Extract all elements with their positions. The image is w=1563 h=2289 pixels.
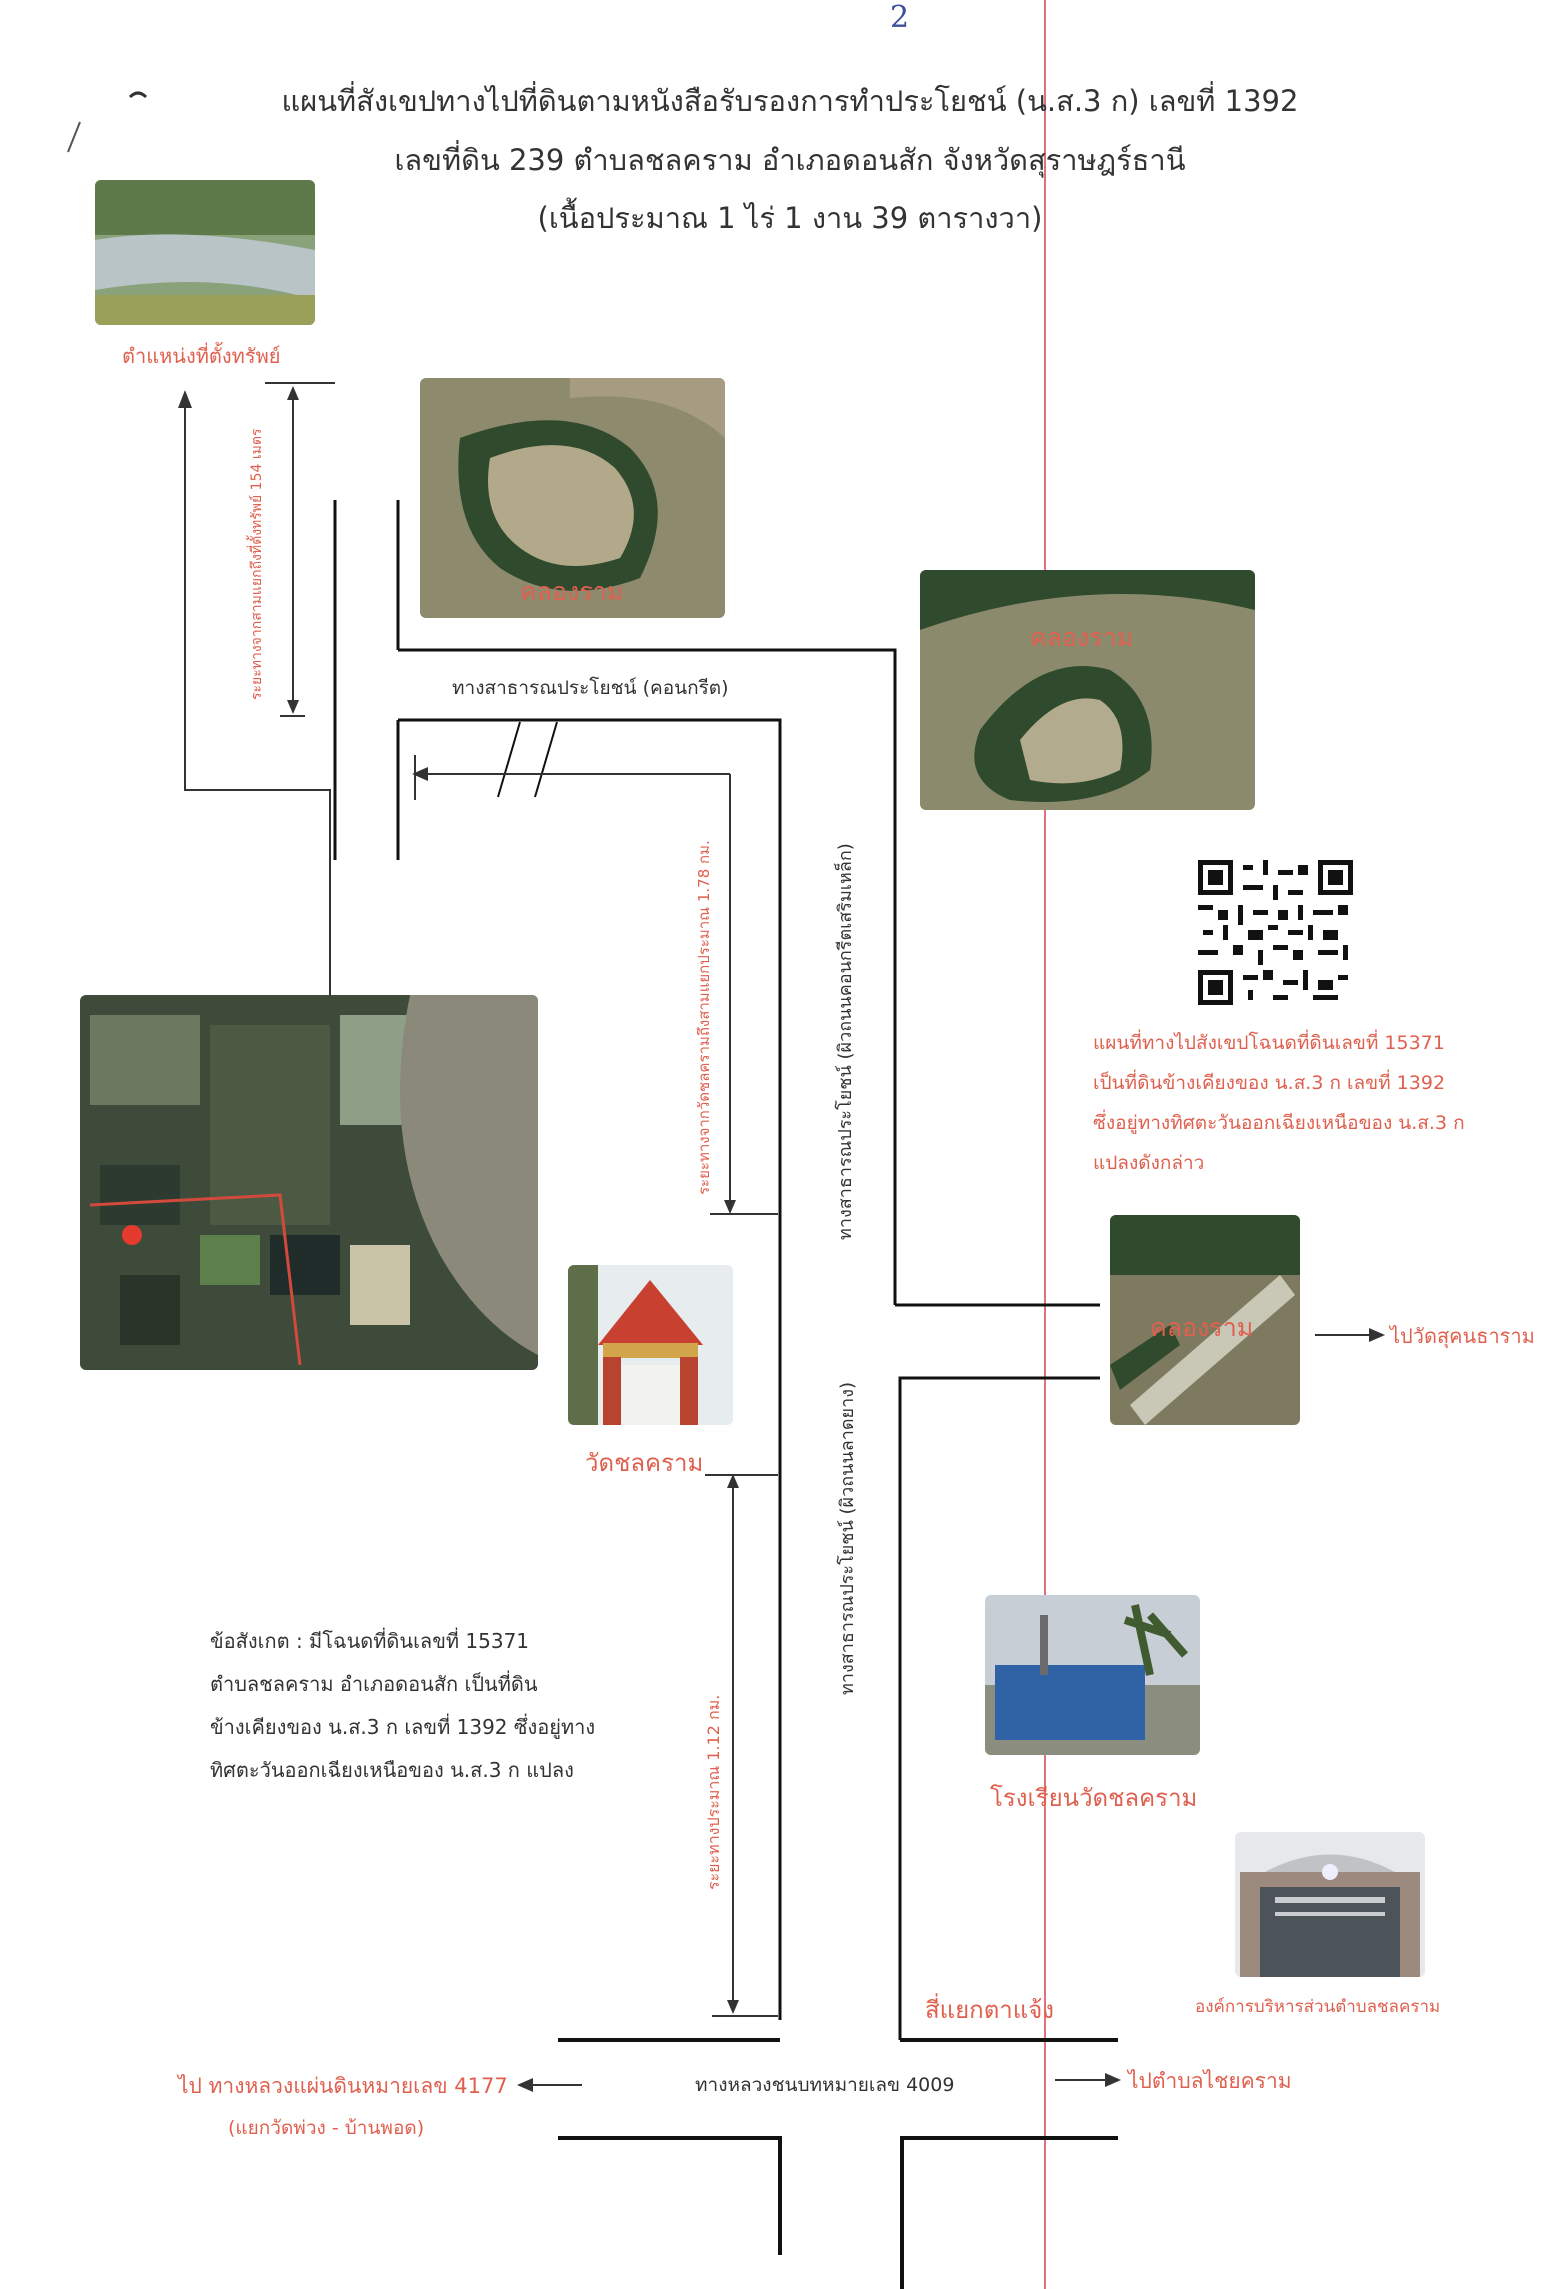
qr-code [1198,860,1353,1005]
observation-line-1: ข้อสังเกต : มีโฉนดที่ดินเลขที่ 15371 [210,1629,530,1653]
observation-line-2: ตำบลชลคราม อำเภอดอนสัก เป็นที่ดิน [210,1672,538,1696]
highway-4009-label: ทางหลวงชนบทหมายเลข 4009 [695,2074,955,2096]
to-wat-sukhon-label: ไปวัดสุคนธาราม [1390,1324,1535,1348]
observation-line-3: ข้างเคียงของ น.ส.3 ก เลขที่ 1392 ซึ่งอยู… [210,1715,596,1739]
to-highway-4177-label: ไป ทางหลวงแผ่นดินหมายเลข 4177 [178,2074,508,2098]
canal-photo-1 [420,378,725,618]
distance-154-label: ระยะทางจากสามแยกถึงที่ตั้งทรัพย์ 154 เมต… [249,428,265,700]
school-label: โรงเรียนวัดชลคราม [990,1784,1198,1812]
title-line-3: (เนื้อประมาณ 1 ไร่ 1 งาน 39 ตารางวา) [537,201,1043,235]
tao-label: องค์การบริหารส่วนตำบลชลคราม [1195,1997,1441,2017]
road-left-edge [398,718,782,2020]
canal-photo-2 [920,570,1255,810]
page-number: 2 [890,0,910,35]
highway-4009-bottom-left [558,2136,782,2255]
concrete-road-upper [398,648,897,1305]
wat-chonkhram-label: วัดชลคราม [585,1449,704,1477]
title-line-1: แผนที่สังเขปทางไปที่ดินตามหนังสือรับรองก… [281,84,1299,118]
satellite-photo-land [80,995,538,1370]
school-photo [985,1595,1200,1755]
canal-label-3: คลองราม [1150,1313,1254,1342]
property-location-label: ตำแหน่งที่ตั้งทรัพย์ [122,344,281,368]
canal-label-2: คลองราม [1030,623,1134,652]
intersection-label: สี่แยกตาแจ้ง [925,1996,1055,2024]
qr-note-line-3: ซึ่งอยู่ทางทิศตะวันออกเฉียงเหนือของ น.ส.… [1093,1112,1465,1134]
tao-office-photo [1235,1832,1425,1977]
arrow-up-property [178,390,192,408]
qr-note-line-1: แผนที่ทางไปสังเขปโฉนดที่ดินเลขที่ 15371 [1093,1032,1445,1054]
qr-note-line-4: แปลงดังกล่าว [1093,1152,1205,1174]
concrete-road-label: ทางสาธารณประโยชน์ (คอนกรีต) [452,677,729,699]
wat-chonkhram-photo [568,1265,733,1425]
canal-bridge-photo [1110,1215,1300,1425]
to-chaikhram-label: ไปตำบลไชยคราม [1128,2069,1292,2093]
to-highway-4177-sub-label: (แยกวัดพ่วง - บ้านพอด) [228,2117,425,2139]
title-line-2: เลขที่ดิน 239 ตำบลชลคราม อำเภอดอนสัก จัง… [394,143,1186,177]
road-reinforced-label: ทางสาธารณประโยชน์ (ผิวถนนคอนกรีตเสริมเหล… [835,843,856,1240]
canal-label-1: คลองราม [520,577,624,606]
distance-178-label: ระยะทางจากวัดชลครามถึงสามแยกประมาณ 1.78 … [695,840,713,1195]
property-photo [95,180,315,325]
road-asphalt-label: ทางสาธารณประโยชน์ (ผิวถนนลาดยาง) [837,1381,858,1695]
property-route-line [184,405,331,995]
highway-4009-bottom-right [900,2136,1118,2289]
distance-112-label: ระยะทางประมาณ 1.12 กม. [704,1694,723,1890]
observation-line-4: ทิศตะวันออกเฉียงเหนือของ น.ส.3 ก แปลง [210,1758,574,1782]
qr-note-line-2: เป็นที่ดินข้างเคียงของ น.ส.3 ก เลขที่ 13… [1093,1072,1446,1094]
